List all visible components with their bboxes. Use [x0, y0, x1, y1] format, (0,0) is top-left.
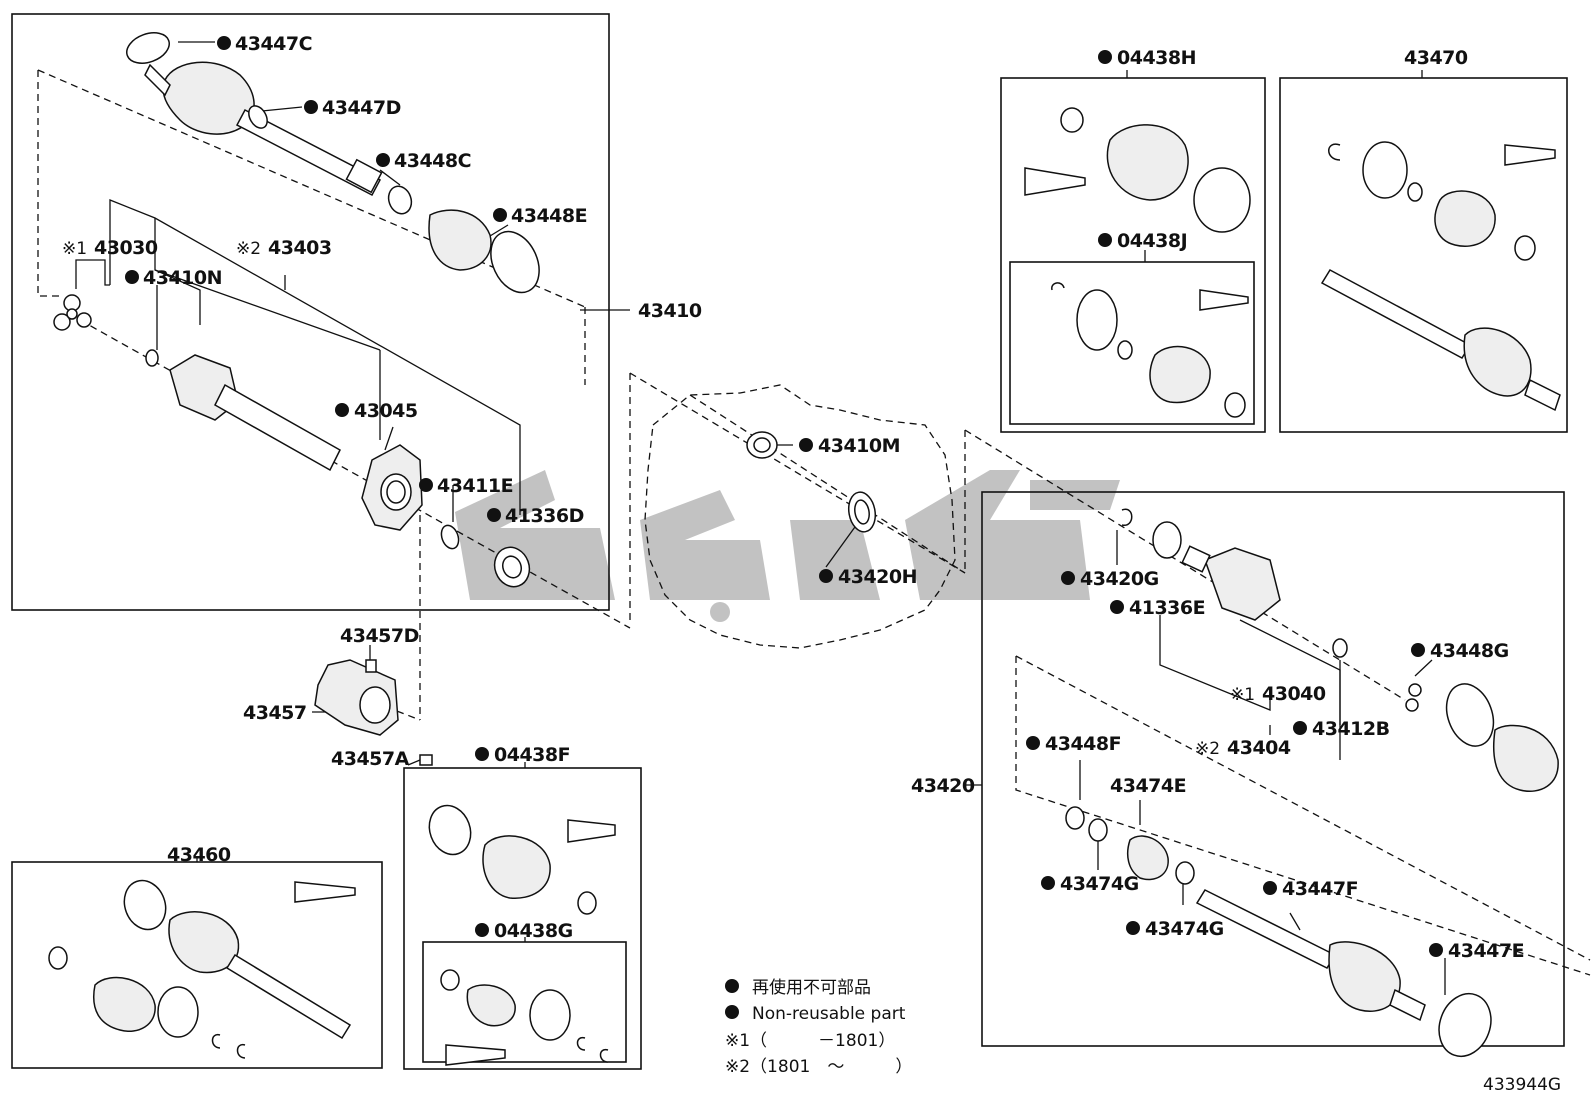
- ref-mark-2b: ※2: [1195, 739, 1220, 759]
- label-43420: 43420: [911, 775, 975, 797]
- frame-43470: [1279, 77, 1568, 433]
- transmission-outline: [629, 372, 966, 649]
- label-43420G: 43420G: [1080, 568, 1159, 590]
- label-43410N: 43410N: [143, 267, 222, 289]
- frame-04438G: [422, 941, 627, 1063]
- label-43474G-b: 43474G: [1145, 918, 1224, 940]
- label-43448G: 43448G: [1430, 640, 1509, 662]
- kit-43460-parts: [48, 879, 356, 1059]
- label-43410: 43410: [638, 300, 702, 322]
- frame-43410: [11, 13, 610, 611]
- label-43403: 43403: [268, 237, 332, 259]
- non-reusable-dots: [125, 36, 1443, 1019]
- label-41336D: 41336D: [505, 505, 584, 527]
- kit-43470-parts: [1320, 141, 1561, 412]
- label-43420H: 43420H: [838, 566, 917, 588]
- transmission-seals: [746, 431, 877, 533]
- label-43448F: 43448F: [1045, 733, 1121, 755]
- ref-mark-1: ※1: [62, 239, 87, 259]
- diagram-code: 433944G: [1483, 1075, 1561, 1095]
- legend-ref2: ※2（1801 ～ ）: [725, 1057, 912, 1077]
- frame-04438F: [403, 767, 642, 1070]
- label-43448C: 43448C: [394, 150, 471, 172]
- frame-04438J: [1009, 261, 1255, 425]
- driveshaft-43420-parts: [1065, 508, 1559, 1058]
- label-43412B: 43412B: [1312, 718, 1390, 740]
- label-43457: 43457: [243, 702, 307, 724]
- label-43457A: 43457A: [331, 748, 410, 770]
- ref-mark-1b: ※1: [1230, 685, 1255, 705]
- label-43474G-a: 43474G: [1060, 873, 1139, 895]
- frame-04438H: [1000, 77, 1266, 433]
- label-43411E: 43411E: [437, 475, 513, 497]
- label-04438G: 04438G: [494, 920, 573, 942]
- label-43470: 43470: [1404, 47, 1468, 69]
- label-43474E: 43474E: [1110, 775, 1186, 797]
- driveshaft-43410-parts: [53, 32, 540, 588]
- label-43404: 43404: [1227, 737, 1291, 759]
- kit-04438F-parts: [428, 804, 616, 1066]
- legend-ref1: ※1（ －1801）: [725, 1031, 895, 1051]
- bracket-43457: [314, 659, 433, 766]
- legend-reuse-en: Non-reusable part: [752, 1004, 906, 1024]
- label-43045: 43045: [354, 400, 418, 422]
- label-43448E: 43448E: [511, 205, 587, 227]
- label-43460: 43460: [167, 844, 231, 866]
- kit-04438H-parts: [1024, 107, 1251, 418]
- label-43447E: 43447E: [1448, 940, 1524, 962]
- label-43030: 43030: [94, 237, 158, 259]
- leader-lines: [75, 41, 1446, 995]
- label-04438H: 04438H: [1117, 47, 1196, 69]
- label-04438J: 04438J: [1117, 230, 1187, 252]
- label-43040: 43040: [1262, 683, 1326, 705]
- frame-43420: [981, 491, 1565, 1047]
- label-43410M: 43410M: [818, 435, 900, 457]
- label-43447D: 43447D: [322, 97, 401, 119]
- label-43447C: 43447C: [235, 33, 312, 55]
- label-04438F: 04438F: [494, 744, 570, 766]
- legend-reuse-jp: 再使用不可部品: [752, 977, 871, 998]
- ref-mark-2: ※2: [236, 239, 261, 259]
- label-43457D: 43457D: [340, 625, 419, 647]
- label-43447F: 43447F: [1282, 878, 1358, 900]
- label-41336E: 41336E: [1129, 597, 1205, 619]
